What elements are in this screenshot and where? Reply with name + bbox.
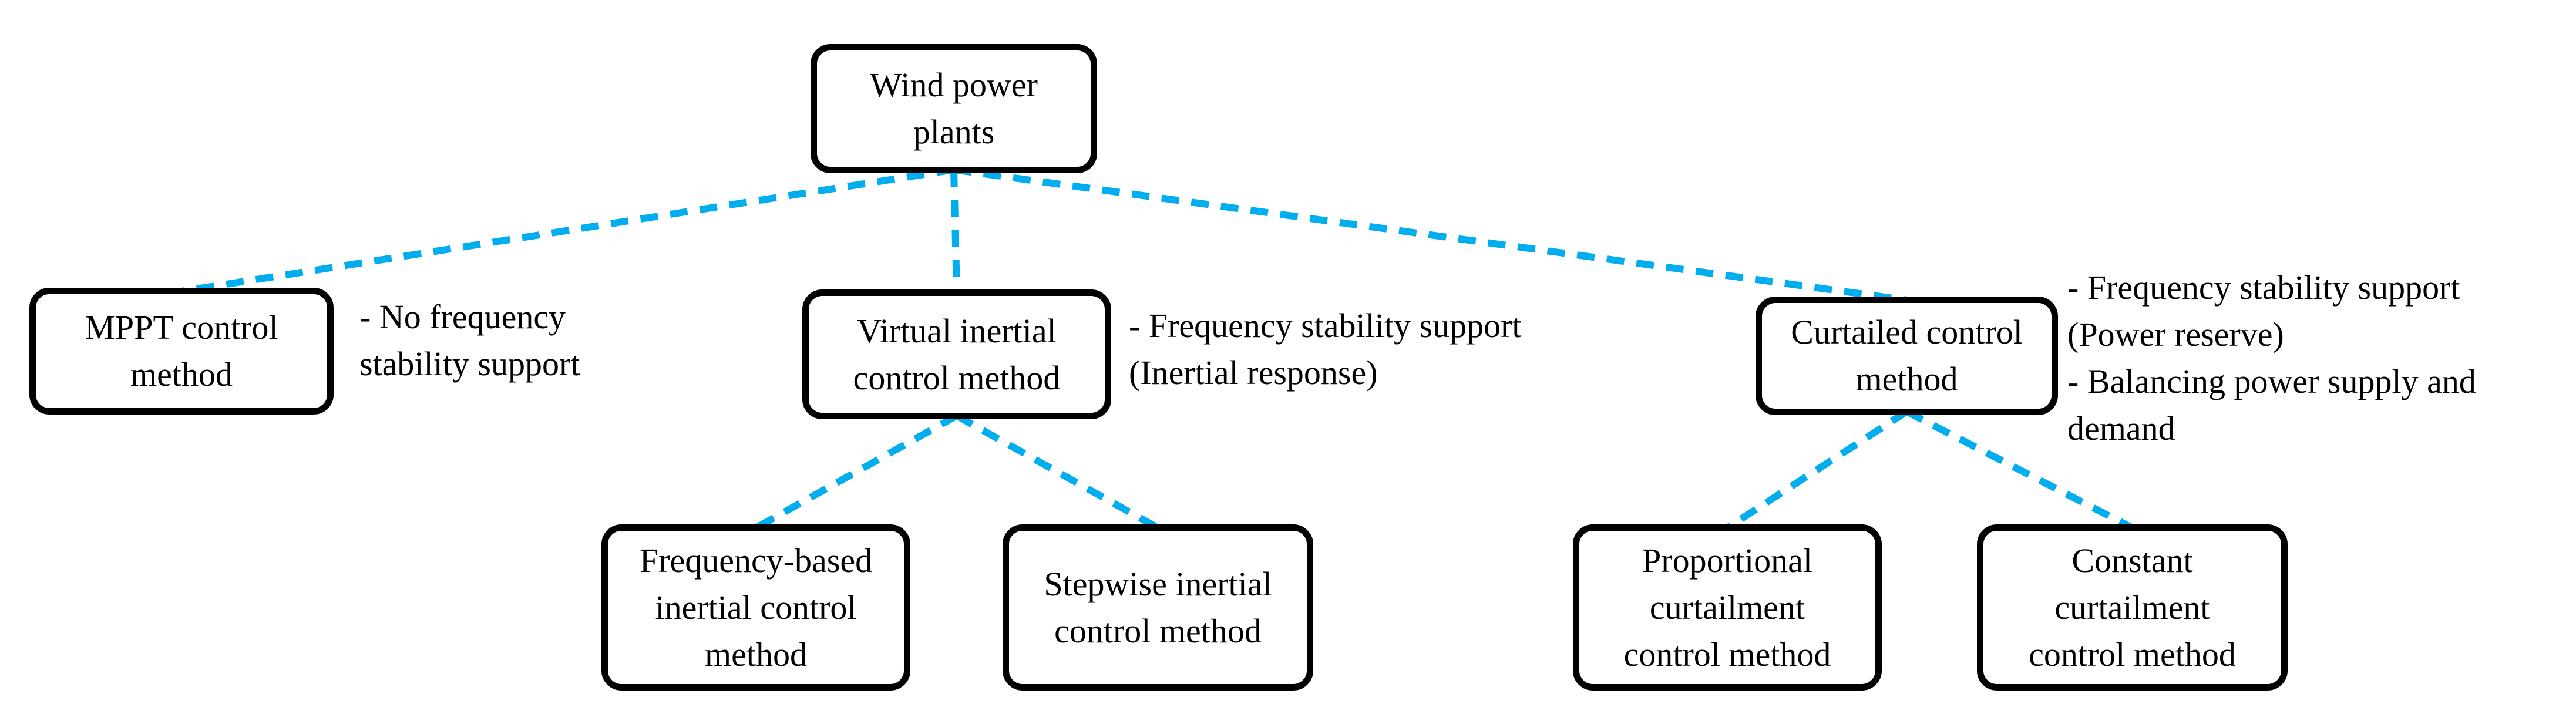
annotation-virtual-inertial-control-method: - Frequency stability support (Inertial … bbox=[1129, 307, 1522, 392]
connector-line bbox=[754, 412, 959, 531]
node-label: Stepwise inertial control method bbox=[1044, 564, 1272, 650]
node-label: Curtailed control method bbox=[1791, 313, 2023, 398]
node-label: Proportional curtailment control method bbox=[1623, 541, 1831, 674]
connector-line bbox=[955, 412, 1160, 531]
node-stepwise-inertial-control-method: Stepwise inertial control method bbox=[1003, 524, 1313, 691]
node-wind-power-plants: Wind power plants bbox=[811, 44, 1097, 173]
annotation-curtailed-control-method: - Frequency stability support (Power res… bbox=[2067, 268, 2476, 447]
connector-line bbox=[181, 166, 954, 295]
node-proportional-curtailment-control-method: Proportional curtailment control method bbox=[1573, 524, 1882, 691]
node-frequency-based-inertial-control-method: Frequency-based inertial control method bbox=[601, 524, 910, 691]
node-curtailed-control-method: Curtailed control method bbox=[1756, 297, 2058, 415]
node-label: Frequency-based inertial control method bbox=[639, 541, 873, 674]
connector-line bbox=[950, 169, 960, 294]
node-label: MPPT control method bbox=[85, 308, 278, 393]
node-mppt-control-method: MPPT control method bbox=[29, 288, 334, 415]
node-virtual-inertial-control-method: Virtual inertial control method bbox=[802, 289, 1111, 419]
node-label: Constant curtailment control method bbox=[2029, 541, 2236, 674]
annotation-mppt-control-method: - No frequency stability support bbox=[359, 298, 580, 383]
node-label: Wind power plants bbox=[870, 66, 1038, 151]
node-constant-curtailment-control-method: Constant curtailment control method bbox=[1977, 524, 2288, 691]
node-label: Virtual inertial control method bbox=[853, 311, 1061, 397]
connector-line bbox=[953, 166, 1908, 304]
connector-line bbox=[1725, 408, 1909, 531]
